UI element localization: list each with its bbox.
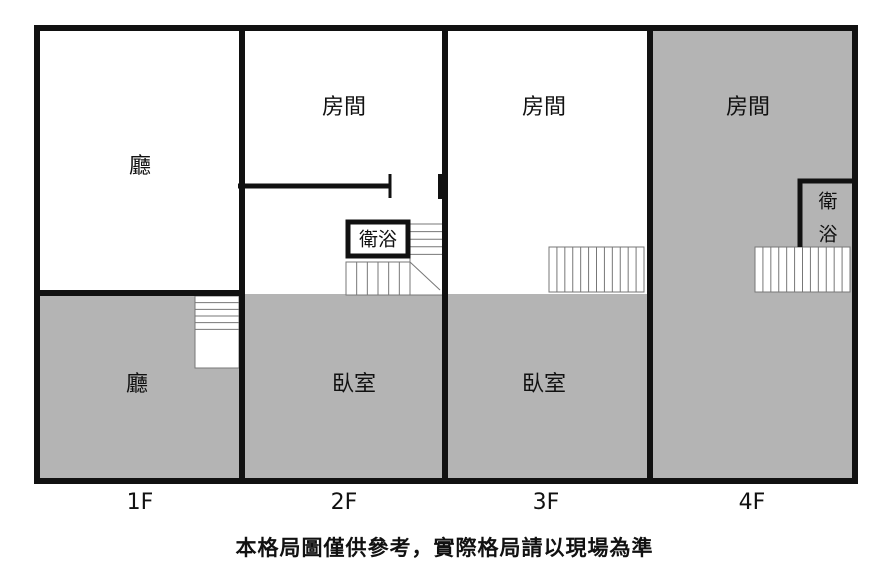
bathroom-2f-label: 衛浴 [359,229,397,251]
room-3f-upper: 房間 [522,95,566,120]
bathroom-4f-label-line2: 浴 [818,224,837,246]
floor-label-3f: 3F [533,490,560,515]
room-3f-lower: 臥室 [522,372,566,397]
bathroom-2f-box [345,219,411,259]
bathroom-4f-wall [797,178,853,247]
floor-label-1f: 1F [127,490,154,515]
disclaimer-text: 本格局圖僅供參考，實際格局請以現場為準 [235,536,654,560]
stairs-4f [754,246,851,293]
stairs-1f [194,295,240,369]
room-1f-lower: 廳 [126,372,148,397]
floor-label-4f: 4F [739,490,766,515]
bathroom-4f-label-line1: 衛 [818,191,837,213]
3f-lower-shade [447,294,649,479]
floor-label-2f: 2F [331,490,358,515]
floor-plan: 廳 廳 房間 臥室 衛浴 房間 臥室 房間 衛 浴 1F 2F 3F 4F [34,25,858,515]
room-1f-upper: 廳 [129,154,151,179]
room-2f-upper: 房間 [322,95,366,120]
room-2f-lower: 臥室 [332,372,376,397]
walls [34,25,858,484]
stairs-2f [345,223,445,296]
room-4f: 房間 [726,95,770,120]
stairs-3f [548,246,645,293]
interior-walls [238,174,444,199]
2f-lower-shade [243,294,444,479]
